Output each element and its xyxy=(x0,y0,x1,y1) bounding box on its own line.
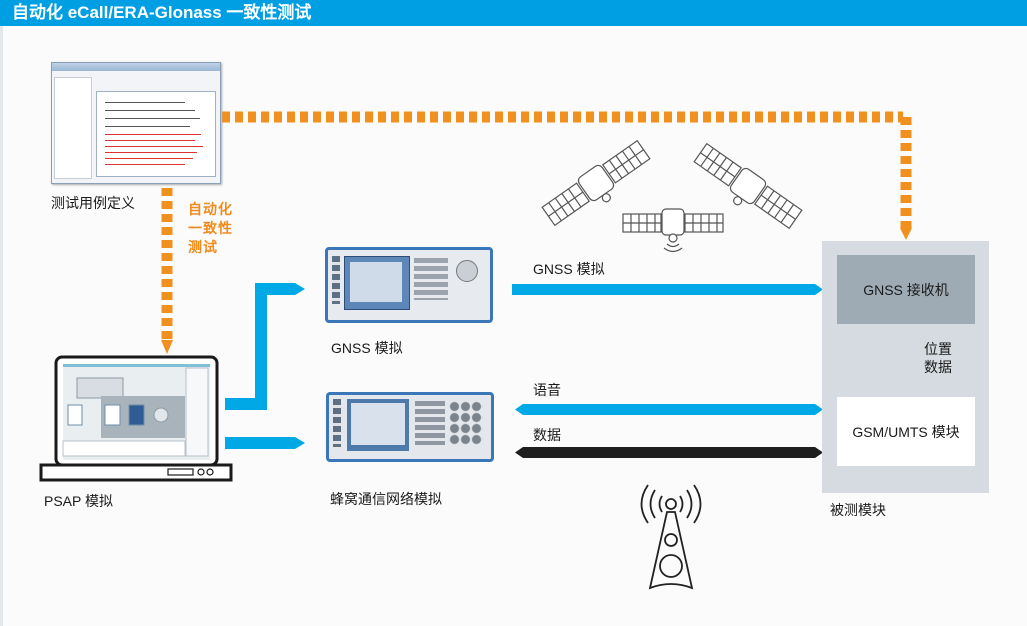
psap-to-gnss-link xyxy=(225,283,305,410)
psap-simulation-label: PSAP 模拟 xyxy=(44,493,113,509)
tree-panel xyxy=(54,77,92,179)
automation-arrowhead-psap xyxy=(161,340,173,354)
gsm-umts-module-block: GSM/UMTS 模块 xyxy=(837,397,975,466)
diagram-frame xyxy=(0,26,1027,626)
dut-label: 被测模块 xyxy=(830,502,886,518)
gnss-simulation-label: GNSS 模拟 xyxy=(331,340,403,356)
laptop-icon xyxy=(39,355,233,482)
position-data-label: 位置 数据 xyxy=(924,341,952,375)
gnss-receiver-block: GNSS 接收机 xyxy=(837,255,975,324)
gnss-signal-link xyxy=(512,284,823,295)
page-title: 自动化 eCall/ERA-Glonass 一致性测试 xyxy=(0,0,1027,26)
cellular-network-tester-instrument xyxy=(326,392,494,462)
automation-link xyxy=(161,111,912,340)
voice-link xyxy=(515,404,823,415)
data-link-label: 数据 xyxy=(533,427,561,443)
test-case-definition-label: 测试用例定义 xyxy=(51,195,135,211)
automation-label: 自动化 一致性 测试 xyxy=(188,201,233,255)
satellite-icon xyxy=(693,142,803,230)
psap-to-cellular-link xyxy=(225,437,305,449)
data-link xyxy=(515,447,823,458)
gnss-link-label: GNSS 模拟 xyxy=(533,261,605,277)
satellite-icon xyxy=(541,139,651,227)
gnss-simulator-instrument xyxy=(325,247,493,323)
automation-arrowhead-dut xyxy=(900,228,912,240)
test-case-software-screenshot xyxy=(51,62,221,184)
cellular-network-simulation-label: 蜂窝通信网络模拟 xyxy=(330,491,442,507)
cell-tower-icon xyxy=(640,484,702,590)
satellite-icon xyxy=(622,208,724,253)
test-case-dialog xyxy=(96,91,216,177)
voice-link-label: 语音 xyxy=(533,382,561,398)
